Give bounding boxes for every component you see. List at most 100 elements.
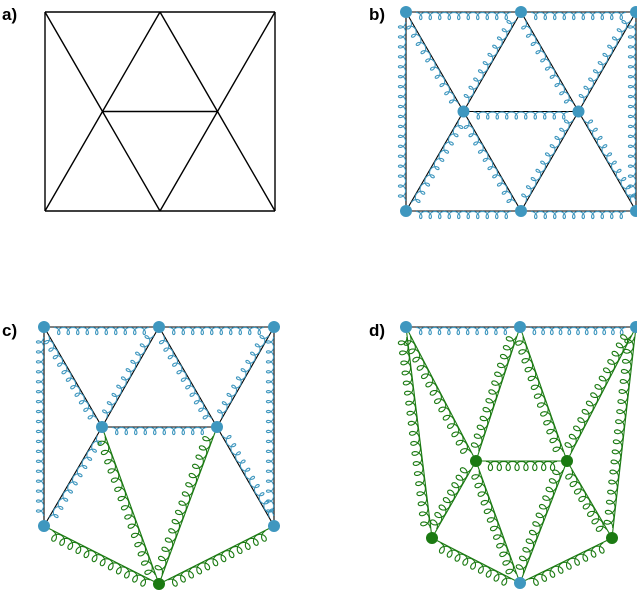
spring-coil-TR-BR: [265, 336, 275, 517]
spring-coil-BR-MR: [583, 119, 636, 203]
spring-coil-ML-MR: [473, 111, 569, 120]
node-BM: [153, 578, 165, 590]
spring-coil-TL-ML: [43, 335, 98, 420]
node-TR: [630, 321, 637, 333]
spring-coil-BL-BM: [51, 530, 151, 587]
panel-b-label: b): [369, 5, 385, 24]
spring-coil-TL-BL: [397, 21, 407, 202]
spring-coil-BM-BR: [528, 542, 605, 586]
panel-b-springs: [397, 11, 637, 220]
node-MR: [572, 105, 585, 118]
spring-coil-TM-ML: [463, 19, 517, 103]
spring-coil-TR-BR: [627, 21, 637, 202]
node-BL: [426, 532, 438, 544]
spring-edge-TM-MR: [519, 326, 568, 462]
node-MR: [211, 421, 223, 433]
spring-coil-ML-BM: [463, 120, 517, 204]
spring-coil-TR-BR: [603, 336, 635, 529]
mesh-edge-BR-MR: [216, 111, 276, 212]
spring-coil-BM-BR: [167, 530, 267, 587]
spring-coil-TM-TR: [530, 11, 627, 21]
mesh-edge-MR-BM: [159, 111, 219, 212]
node-TL: [38, 321, 50, 333]
spring-coil-TM-MR: [515, 336, 564, 453]
spring-coil-TL-BL: [35, 336, 45, 517]
spring-coil-ML-MR: [485, 460, 558, 472]
panel-c-label: c): [2, 321, 17, 340]
spring-edge-BL-BM: [431, 537, 521, 584]
node-ML: [457, 105, 470, 118]
spring-coil-TR-MR: [578, 19, 632, 103]
spring-coil-BL-ML: [410, 120, 464, 204]
panel-d-springs: [397, 326, 635, 586]
node-TM: [515, 6, 527, 18]
panel-a-triangle-mesh: [44, 11, 276, 212]
node-ML: [96, 421, 108, 433]
mesh-edge-TM-MR: [159, 11, 219, 112]
mesh-edge-TM-ML: [101, 11, 161, 112]
spring-coil-BL-BM: [415, 210, 512, 220]
spring-coil-ML-BM: [97, 436, 156, 576]
node-TM: [514, 321, 526, 333]
spring-coil-ML-MR: [111, 426, 208, 436]
spring-coil-ML-BM: [471, 470, 517, 575]
mesh-edge-TL-ML: [44, 11, 104, 112]
panel-c-nodes: [38, 321, 280, 590]
spring-coil-TM-ML: [102, 335, 155, 419]
panel-d: d): [369, 321, 637, 589]
spring-edge-TM-ML: [475, 326, 521, 462]
spring-coil-TM-ML: [470, 336, 517, 452]
spring-coil-TM-TR: [168, 326, 265, 336]
spring-edge-MR-BM: [158, 426, 218, 585]
mesh-edge-TR-MR: [216, 11, 276, 112]
spring-coil-TL-TM: [415, 11, 512, 21]
node-TR: [268, 321, 280, 333]
spring-coil-MR-BM: [521, 119, 574, 203]
node-BR: [630, 205, 637, 217]
spring-coil-ML-BL: [429, 467, 472, 530]
spring-coil-TR-MR: [217, 335, 270, 419]
spring-coil-TM-MR: [158, 335, 213, 420]
spring-edge-TR-BR: [611, 326, 637, 539]
spring-coil-TR-MR: [564, 334, 632, 453]
spring-coil-MR-BM: [154, 435, 214, 575]
spring-coil-MR-BR: [565, 469, 608, 532]
spring-coil-MR-BM: [515, 469, 564, 574]
node-TL: [400, 321, 412, 333]
panel-c: c): [2, 321, 280, 590]
spring-coil-TL-BL: [397, 336, 431, 529]
spring-edge-ML-BM: [101, 426, 160, 585]
spring-edge-TL-BL: [405, 326, 433, 539]
node-BM: [515, 205, 527, 217]
node-BL: [38, 520, 50, 532]
panel-d-nodes: [400, 321, 637, 589]
node-TM: [153, 321, 165, 333]
node-TR: [630, 6, 637, 18]
spring-coil-TL-ML: [403, 335, 472, 454]
node-BR: [606, 532, 618, 544]
mesh-edge-ML-BM: [101, 111, 161, 212]
spring-coil-BR-MR: [221, 434, 274, 518]
node-BL: [400, 205, 412, 217]
spring-coil-TM-TR: [529, 326, 627, 336]
spring-coil-TM-MR: [521, 20, 574, 104]
mesh-edge-BL-ML: [44, 111, 104, 212]
panel-d-label: d): [369, 321, 385, 340]
spring-coil-BL-ML: [48, 435, 102, 519]
panel-a-label: a): [2, 5, 17, 24]
node-BM: [514, 577, 526, 589]
spring-edge-BM-BR: [519, 537, 613, 584]
panel-c-springs: [35, 326, 275, 587]
node-MR: [561, 455, 573, 467]
spring-coil-BL-BM: [438, 542, 512, 586]
spring-coil-TL-TM: [415, 326, 511, 336]
spring-coil-TL-ML: [406, 20, 459, 104]
panel-b-nodes: [400, 6, 637, 217]
panel-a: a): [2, 5, 276, 212]
node-TL: [400, 6, 412, 18]
spring-coil-BM-BR: [530, 210, 627, 220]
node-BR: [268, 520, 280, 532]
spring-coil-TL-TM: [53, 326, 150, 336]
node-ML: [470, 455, 482, 467]
